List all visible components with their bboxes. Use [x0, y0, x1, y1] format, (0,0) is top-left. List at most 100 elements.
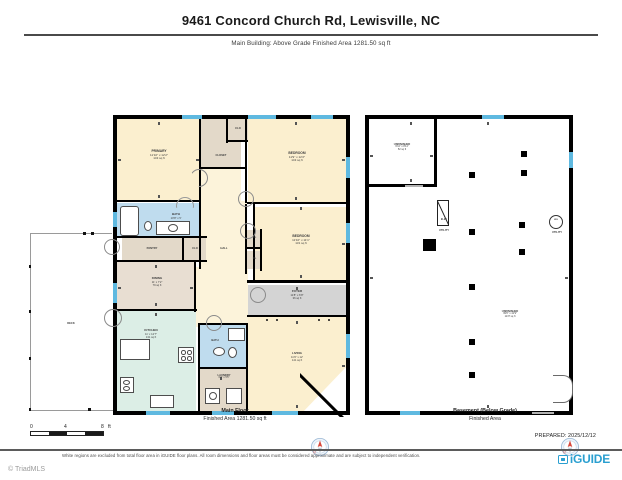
door-swing-foyer	[250, 287, 266, 303]
partition-dining-bot	[115, 309, 197, 312]
basement-wall-right	[568, 115, 573, 415]
partition-bedroom-mid-left	[253, 204, 256, 282]
window-top-3	[311, 115, 333, 119]
partition-closet-bot	[199, 167, 247, 170]
fixture-shower-lower	[228, 328, 245, 341]
room-dining	[117, 262, 196, 311]
wall-top	[113, 115, 350, 120]
fixture-burner-3	[181, 356, 186, 361]
basement-post-8	[469, 339, 475, 345]
fixture-sink-basin-1	[123, 380, 130, 385]
foyer-dot-4	[328, 319, 331, 322]
partition-bath-upper-bot	[115, 236, 207, 239]
scale-tick-0: 0	[30, 424, 33, 430]
footer-divider	[0, 449, 622, 451]
basement-partition-bottom	[367, 184, 437, 187]
basement-room-door	[405, 184, 423, 187]
partition-pantry-bot	[115, 260, 207, 263]
partition-cl-right	[260, 229, 263, 271]
basement-post-9	[469, 372, 475, 378]
fixture-washer-drum	[209, 392, 217, 400]
room-bedroom-mid	[255, 207, 346, 282]
window-top-1	[182, 115, 202, 119]
room-pantry	[122, 238, 184, 262]
partition-clo-upper-bot	[226, 140, 248, 143]
basement-post-5	[519, 222, 525, 228]
partition-closet-left	[199, 119, 202, 169]
fixture-dryer	[226, 388, 242, 404]
partition-dining-right	[194, 262, 197, 312]
wall-left	[113, 115, 118, 415]
floorplan-stage: DECK	[0, 47, 622, 457]
door-swing-kitchen	[104, 309, 122, 327]
title-divider	[24, 34, 598, 36]
fixture-burner-1	[181, 350, 186, 355]
scale-tick-4: 4	[64, 424, 67, 430]
partition-bedroom-mid-bot	[247, 280, 348, 283]
door-swing-entry	[104, 239, 120, 255]
basement-partition-right	[434, 117, 437, 187]
basement-window-bottom	[400, 411, 420, 415]
partition-bedroom-mid	[247, 202, 348, 205]
scale-bar-ticks: 0 4 8	[30, 424, 120, 431]
page-title: 9461 Concord Church Rd, Lewisville, NC	[181, 13, 441, 28]
basement-interior	[369, 119, 569, 411]
door-swing-primary	[176, 197, 194, 208]
svg-text:N: N	[313, 451, 316, 455]
foyer-dot-3	[318, 319, 321, 322]
foyer-dot-1	[266, 319, 269, 322]
water-heater-icon	[549, 215, 563, 229]
fixture-sink-upper	[168, 224, 178, 232]
window-right-2	[346, 223, 350, 243]
fixture-island	[150, 395, 174, 408]
basement-wall-bottom	[365, 410, 573, 415]
room-clo-upper	[228, 119, 248, 141]
fixture-toilet-upper	[144, 221, 152, 231]
scale-unit-label: ft	[108, 423, 111, 430]
iguide-wordmark: iGUIDE	[569, 452, 610, 466]
window-right-1	[346, 157, 350, 178]
scale-bar: 0 4 8 ft	[30, 424, 120, 436]
copyright-triadmls: © TriadMLS	[8, 466, 46, 473]
closet-vestibule	[201, 169, 241, 201]
partition-foyer-bot	[247, 315, 348, 318]
partition-bedroom-top-left	[245, 119, 248, 203]
main-floor-caption: Main Floor Finished Area 1281.50 sq ft	[203, 408, 267, 422]
window-bottom-2	[212, 411, 234, 415]
partition-primary-bottom	[115, 200, 201, 203]
fixture-counter-kitchen	[120, 339, 150, 360]
basement-post-6	[519, 249, 525, 255]
fixture-range	[178, 347, 194, 363]
scale-bar-graphic	[30, 431, 104, 436]
svg-text:N: N	[563, 451, 566, 455]
basement-post-7	[469, 284, 475, 290]
door-swing-bath-low	[206, 315, 222, 331]
partition-hall-left	[199, 169, 202, 269]
basement-stair-door	[553, 375, 573, 403]
room-clo-pantry	[184, 238, 206, 262]
basement-post-2	[521, 170, 527, 176]
basement-post-4	[469, 229, 475, 235]
electrical-panel-icon	[437, 200, 449, 226]
window-bottom-3	[272, 411, 298, 415]
basement-window-top	[482, 115, 504, 119]
partition-bath-lower-top	[198, 323, 248, 326]
basement-post-3	[469, 172, 475, 178]
fixture-toilet-lower	[228, 347, 237, 358]
partition-laundry-top	[198, 367, 248, 370]
room-bedroom-top	[248, 119, 346, 203]
page-header: 9461 Concord Church Rd, Lewisville, NC M…	[0, 0, 622, 47]
basement-post-1	[521, 151, 527, 157]
fixture-burner-2	[187, 350, 192, 355]
window-left-1	[113, 212, 117, 227]
wall-right	[345, 115, 350, 415]
iguide-logo: iGUIDE	[557, 452, 610, 466]
window-bottom-1	[146, 411, 170, 415]
utility-block-left	[423, 239, 436, 251]
basement-wall-left	[365, 115, 370, 415]
basement-caption: Basement (Below Grade) Finished Area	[453, 408, 517, 422]
room-primary	[117, 119, 201, 201]
basement-wall-top	[365, 115, 573, 120]
fixture-sink-basin-2	[123, 386, 130, 391]
room-label-deck: DECK	[67, 322, 75, 325]
